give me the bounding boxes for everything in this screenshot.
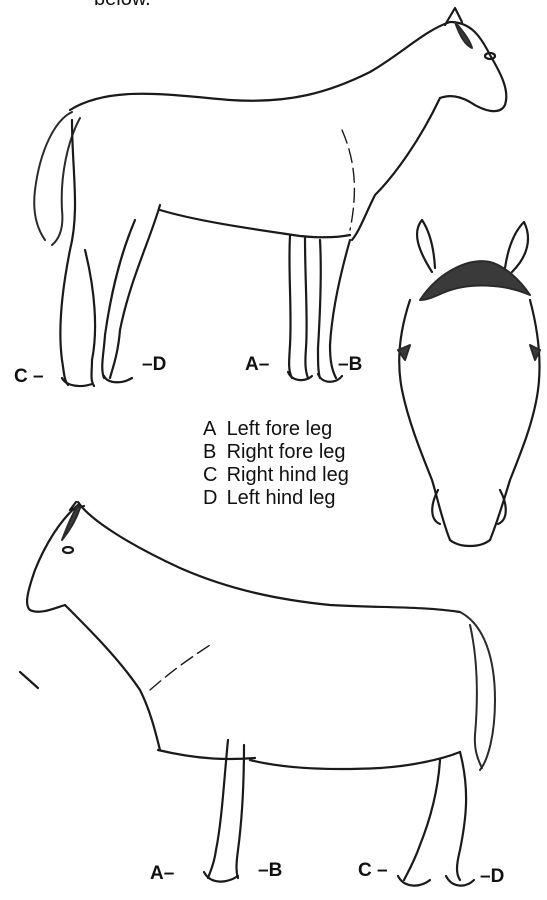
top-leg-label-d: –D — [142, 354, 166, 376]
top-horse-side-view — [34, 8, 506, 386]
bottom-leg-label-d: –D — [480, 866, 504, 888]
bottom-leg-label-c: C – — [358, 860, 388, 882]
top-leg-label-b: –B — [338, 354, 362, 376]
leg-legend: A Left fore leg B Right fore leg C Right… — [203, 418, 349, 510]
bottom-leg-label-a: A– — [150, 863, 174, 885]
legend-row-b: B Right fore leg — [203, 441, 349, 464]
top-leg-label-a: A– — [245, 354, 269, 376]
head-front-view — [398, 220, 540, 546]
legend-row-c: C Right hind leg — [203, 464, 349, 487]
top-leg-label-c: C – — [14, 366, 44, 388]
legend-row-a: A Left fore leg — [203, 418, 349, 441]
bottom-leg-label-b: –B — [258, 860, 282, 882]
bottom-horse-side-view — [20, 502, 495, 886]
legend-row-d: D Left hind leg — [203, 487, 349, 510]
